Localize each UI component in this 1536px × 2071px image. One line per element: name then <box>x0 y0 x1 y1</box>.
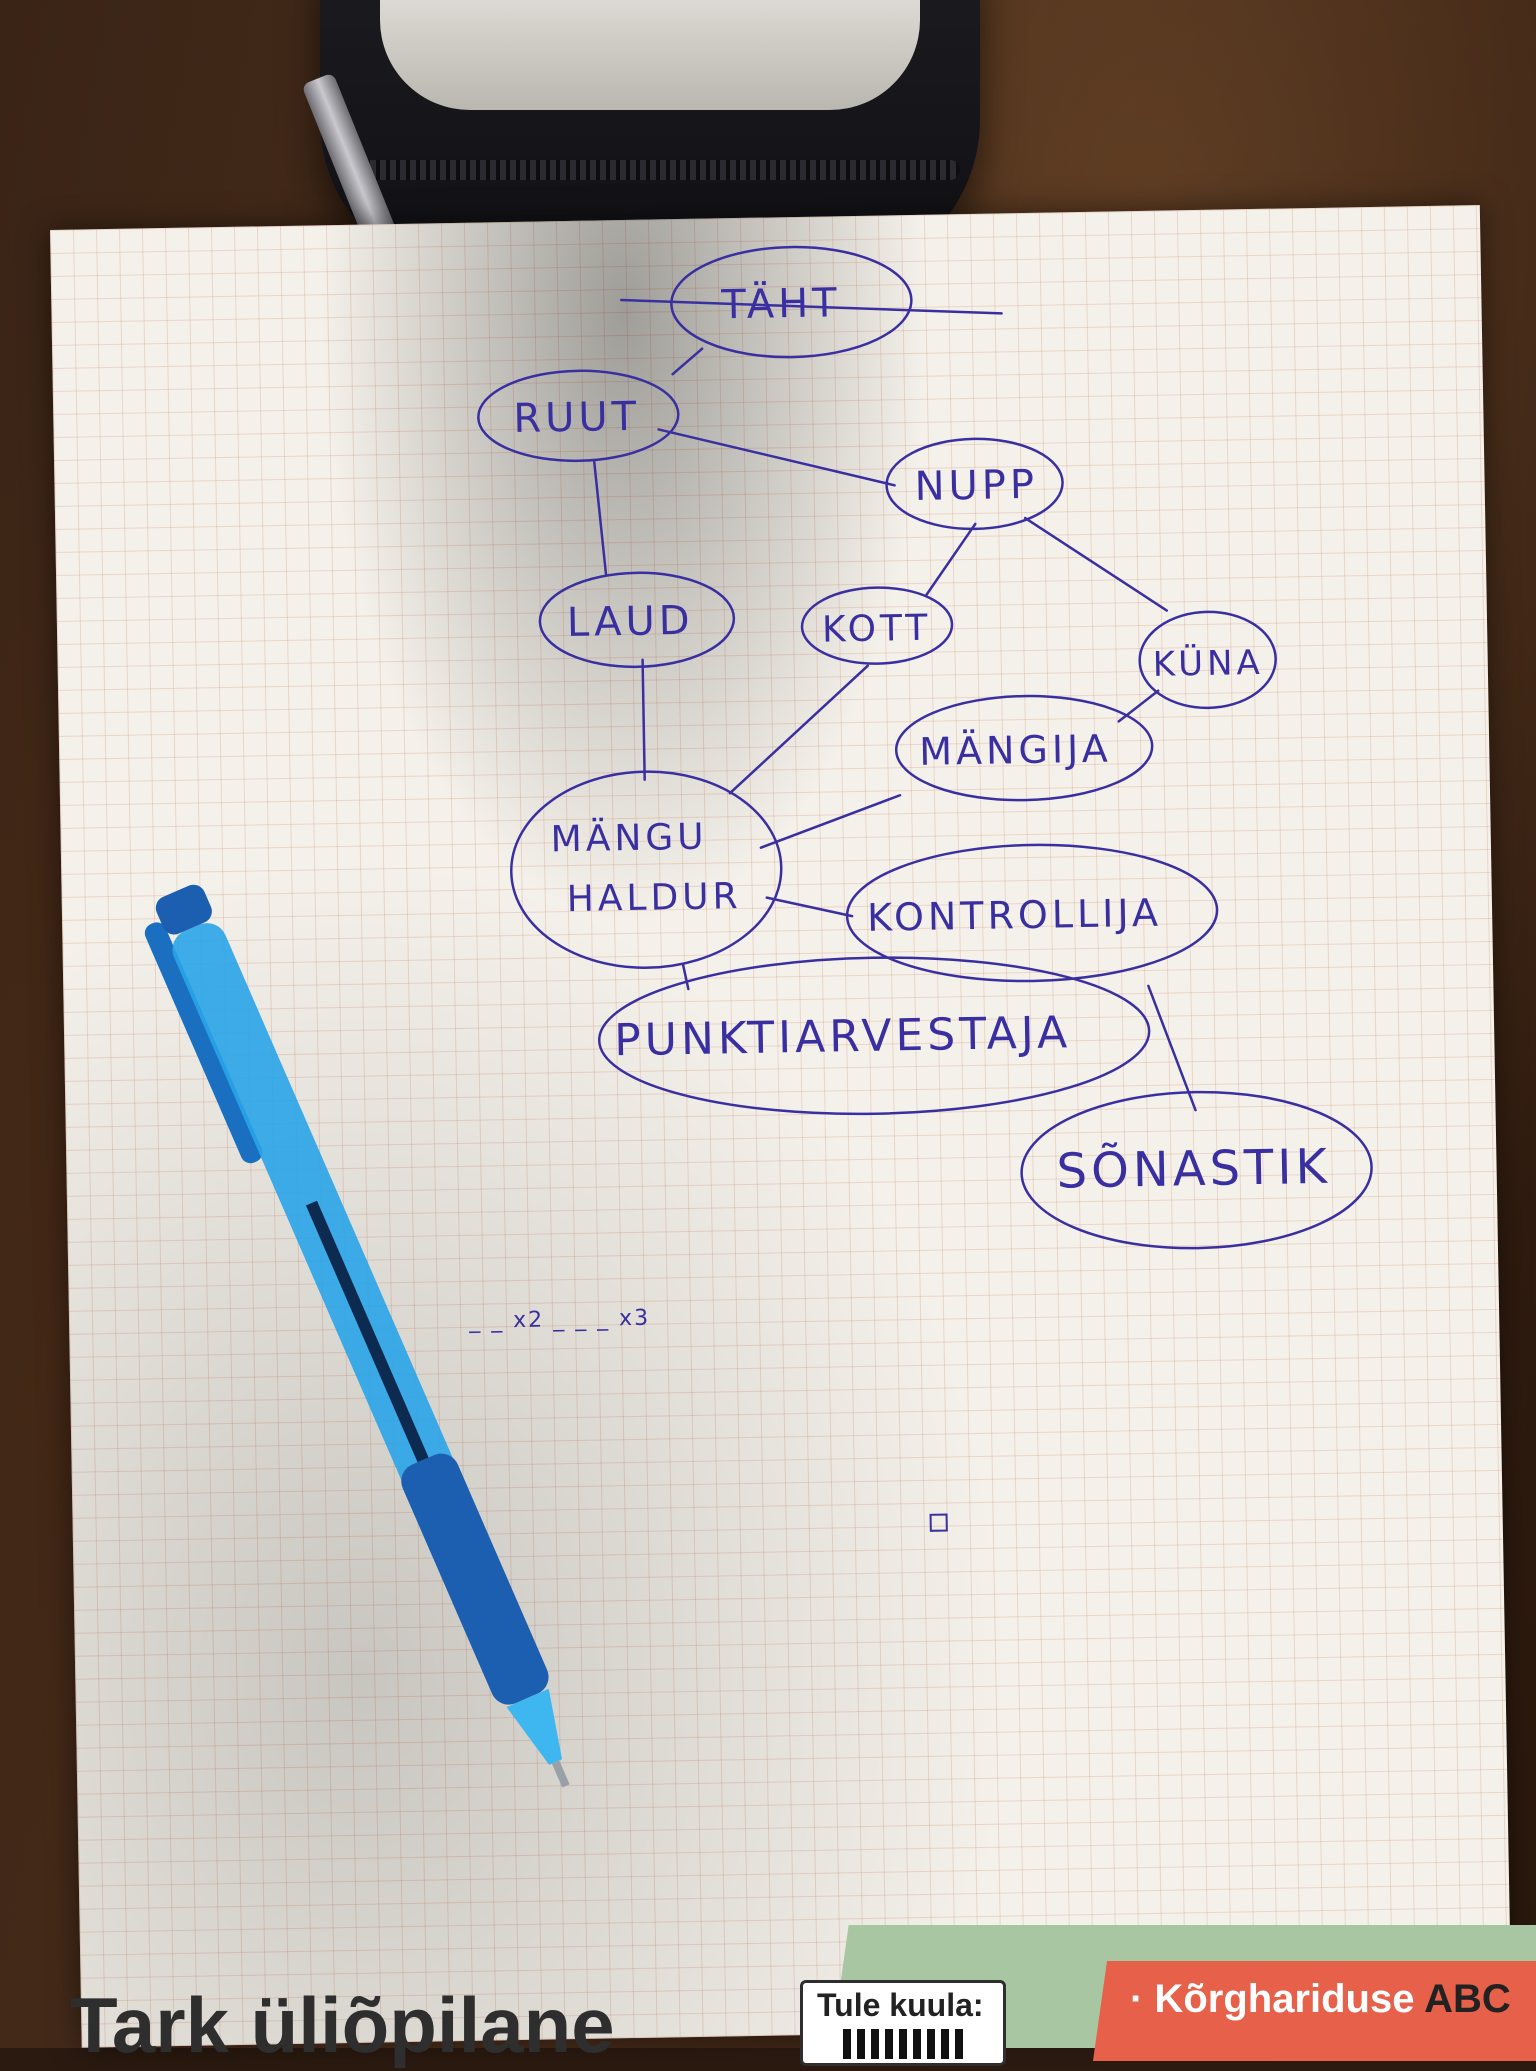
node-nupp-label: NUPP <box>914 462 1038 510</box>
edge-kuna-mangija <box>1117 689 1160 723</box>
node-nupp-ellipse <box>885 437 1064 531</box>
edge-nupp-kuna <box>1023 516 1169 612</box>
node-mangu-label-1: MÄNGU <box>550 816 708 861</box>
edge-taht-ruut <box>671 347 704 376</box>
edge-mangija-mangu <box>759 794 902 849</box>
qr-code-box: Tule kuula: <box>800 1980 1006 2066</box>
pen-cap <box>155 884 212 935</box>
edge-mangu-kontrollija <box>765 896 854 918</box>
qr-code-icon <box>843 2029 963 2059</box>
node-kuna-ellipse <box>1138 610 1277 710</box>
node-mangija-ellipse <box>894 694 1154 802</box>
node-punkti-ellipse <box>597 956 1151 1116</box>
pen-grip <box>401 1453 549 1705</box>
node-kott-ellipse <box>800 586 954 665</box>
banner-tagline-abc: ABC <box>1424 1977 1511 2021</box>
node-mangu-label-2: HALDUR <box>566 876 742 920</box>
edge-nupp-kott <box>925 522 977 597</box>
grid-paper-sheet: TÄHT RUUT NUPP LAUD KOTT KÜNA MÄNGIJA MÄ… <box>50 205 1512 2048</box>
pen-nib <box>551 1760 570 1788</box>
edge-laud-mangu <box>641 658 646 781</box>
node-sonastik-label: SÕNASTIK <box>1056 1138 1331 1200</box>
edge-ruut-nupp <box>657 428 896 487</box>
pouch-inner <box>380 0 920 110</box>
node-mangu-ellipse <box>510 770 783 969</box>
banner-tagline: · Kõrghariduse ABC <box>1130 1977 1511 2022</box>
node-taht-ellipse <box>670 245 913 359</box>
edge-ruut-laud <box>592 459 608 577</box>
pen-clip <box>144 922 263 1164</box>
zipper <box>340 160 960 180</box>
banner-title: Tark üliõpilane <box>70 1981 615 2069</box>
advert-banner: Tark üliõpilane Tule kuula: · Kõrgharidu… <box>40 1925 1536 2069</box>
node-kott-label: KOTT <box>822 608 932 651</box>
banner-tagline-text: · Kõrghariduse <box>1130 1977 1415 2021</box>
node-kontrollija-ellipse <box>845 843 1219 983</box>
small-square-doodle <box>929 1513 948 1532</box>
qr-label: Tule kuula: <box>817 1987 984 2023</box>
edge-kontrollija-sonastik <box>1147 984 1197 1112</box>
pen-tip <box>506 1688 563 1765</box>
edge-mangu-punkti <box>681 962 690 991</box>
node-laud-label: LAUD <box>567 598 694 646</box>
node-kuna-label: KÜNA <box>1152 642 1264 685</box>
pen-ink-tube <box>305 1200 429 1463</box>
edge-kott-mangu <box>728 664 869 795</box>
scribble-note: _ _ x2 _ _ _ x3 <box>468 1306 650 1334</box>
node-ruut-ellipse <box>477 369 680 463</box>
node-punkti-label: PUNKTIARVESTAJA <box>614 1007 1072 1066</box>
node-taht-label: TÄHT <box>720 278 841 328</box>
hand-drawn-diagram: TÄHT RUUT NUPP LAUD KOTT KÜNA MÄNGIJA MÄ… <box>468 245 1373 1532</box>
strike-through-line <box>620 298 1003 315</box>
node-ruut-label: RUUT <box>513 394 641 442</box>
node-mangija-label: MÄNGIJA <box>919 727 1112 774</box>
node-sonastik-ellipse <box>1020 1090 1373 1250</box>
node-laud-ellipse <box>538 571 736 669</box>
node-kontrollija-label: KONTROLLIJA <box>867 891 1163 940</box>
